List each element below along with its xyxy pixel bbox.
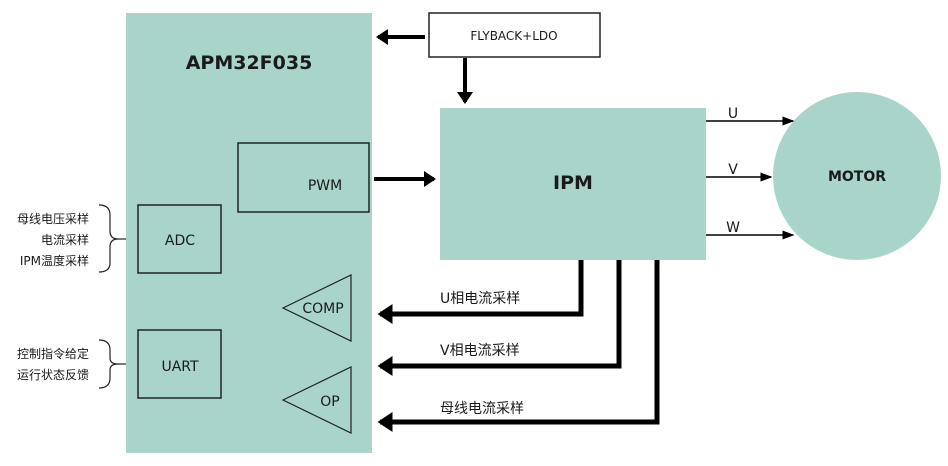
op-label: OP: [320, 394, 339, 410]
uart-io-item: 控制指令给定: [17, 346, 89, 361]
uart-module: [137, 329, 222, 399]
adc-module: [137, 204, 222, 274]
motor-circle: [773, 92, 941, 260]
phase-u-label: U: [728, 106, 738, 122]
adc-inputs-brace: [98, 204, 119, 273]
adc-input-item: 电流采样: [41, 232, 89, 247]
bus-current-label: 母线电流采样: [440, 401, 524, 417]
pwm-module: [237, 142, 370, 213]
comp-triangle-icon: [281, 274, 352, 342]
u-current-label: U相电流采样: [440, 291, 520, 307]
op-triangle-icon: [281, 366, 352, 434]
v-current-label: V相电流采样: [440, 343, 520, 359]
uart-label: UART: [161, 359, 199, 375]
pwm-label: PWM: [308, 178, 342, 194]
mcu-title: APM32F035: [186, 52, 313, 74]
bus-current-feedback-line: [377, 260, 660, 432]
uart-io-brace: [98, 339, 119, 389]
adc-input-item: 母线电压采样: [17, 211, 89, 226]
adc-label: ADC: [165, 233, 195, 249]
power-block: [428, 12, 601, 58]
u-current-feedback-line: [377, 260, 584, 324]
comp-label: COMP: [302, 301, 343, 317]
ipm-block: [440, 108, 706, 260]
mcu-block: [126, 13, 372, 453]
adc-input-item: IPM温度采样: [20, 253, 89, 268]
uart-io-item: 运行状态反馈: [17, 368, 89, 382]
motor-label: MOTOR: [828, 169, 886, 185]
power-label: FLYBACK+LDO: [470, 29, 557, 43]
ipm-label: IPM: [553, 172, 593, 194]
v-current-feedback-line: [377, 260, 622, 376]
phase-w-label: W: [726, 220, 740, 236]
phase-v-label: V: [728, 162, 738, 178]
